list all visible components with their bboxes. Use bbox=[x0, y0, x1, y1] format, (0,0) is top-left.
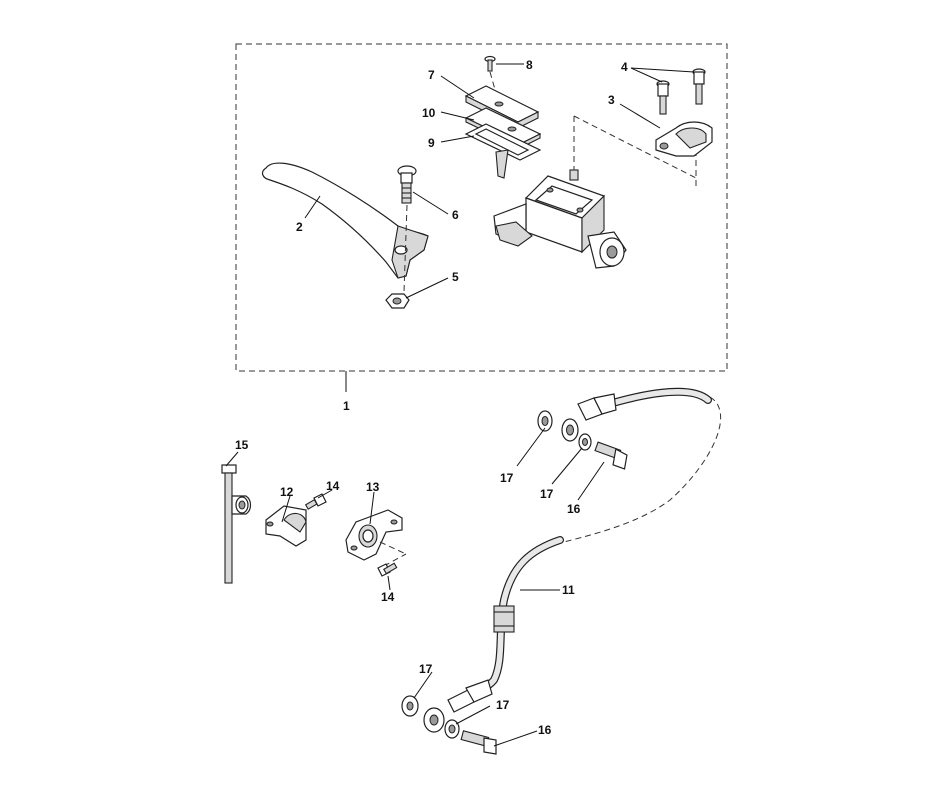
clamp-bolts bbox=[656, 68, 706, 115]
callout-17-c: 17 bbox=[419, 662, 433, 676]
callout-14-lower: 14 bbox=[381, 590, 395, 604]
callout-17-d: 17 bbox=[496, 698, 510, 712]
callout-15: 15 bbox=[235, 438, 249, 452]
callout-14-upper: 14 bbox=[326, 479, 340, 493]
reservoir-cap bbox=[464, 85, 540, 129]
diaphragm bbox=[464, 123, 542, 179]
brake-lever bbox=[261, 162, 429, 279]
lever-nut bbox=[385, 293, 410, 309]
handlebar-clamp bbox=[655, 121, 713, 157]
cable-tie bbox=[221, 464, 252, 584]
callout-8: 8 bbox=[526, 58, 533, 72]
callout-7: 7 bbox=[428, 68, 435, 82]
callout-17-a: 17 bbox=[500, 471, 514, 485]
guide-bolt-axis-a bbox=[379, 541, 407, 555]
callout-12: 12 bbox=[280, 485, 294, 499]
hose-bracket bbox=[265, 505, 307, 547]
callout-2: 2 bbox=[296, 220, 303, 234]
callout-9: 9 bbox=[428, 136, 435, 150]
callout-10: 10 bbox=[422, 106, 436, 120]
hose-guide bbox=[345, 509, 403, 561]
callout-5: 5 bbox=[452, 270, 459, 284]
master-cylinder-body bbox=[493, 169, 627, 269]
hose-routing-dashed bbox=[533, 390, 722, 551]
pivot-bolt bbox=[397, 165, 417, 204]
guide-bolt-axis-b bbox=[383, 553, 407, 567]
callout-3: 3 bbox=[608, 93, 615, 107]
callout-17-b: 17 bbox=[540, 487, 554, 501]
callout-labels: 2 3 4 5 6 7 8 9 10 11 12 13 14 14 15 16 … bbox=[235, 58, 628, 737]
pivot-axis-line bbox=[403, 204, 408, 293]
bracket-bolt-upper bbox=[304, 493, 327, 510]
assembly-boundary-box bbox=[235, 43, 728, 372]
callout-13: 13 bbox=[366, 480, 380, 494]
callout-16-upper: 16 bbox=[567, 502, 581, 516]
banjo-bolts bbox=[460, 441, 628, 755]
leader-lines bbox=[225, 63, 695, 747]
callout-11: 11 bbox=[562, 583, 575, 597]
brake-hose bbox=[423, 387, 722, 733]
clamp-axis-top bbox=[573, 115, 697, 179]
assembly-label: 1 bbox=[343, 399, 350, 413]
callout-16-lower: 16 bbox=[538, 723, 552, 737]
callout-6: 6 bbox=[452, 208, 459, 222]
cap-screw bbox=[484, 55, 496, 72]
callout-4: 4 bbox=[621, 60, 628, 74]
guide-bolt-lower bbox=[377, 562, 398, 577]
sealing-washers bbox=[401, 410, 592, 739]
